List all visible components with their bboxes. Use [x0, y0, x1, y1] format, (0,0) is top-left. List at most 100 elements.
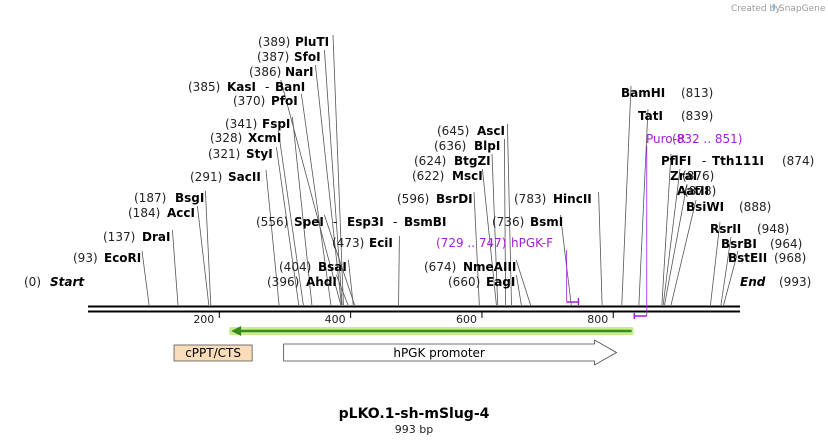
- credit-text: Created by: [731, 4, 781, 14]
- site-position: (636): [434, 139, 466, 153]
- leader-line: [507, 123, 512, 306]
- primer-puro-r: Puro-R(832 .. 851): [633, 132, 742, 319]
- leader-line: [141, 250, 150, 306]
- leader-line: [664, 183, 688, 306]
- site-name: BsrDI: [436, 192, 473, 206]
- leader-line: [332, 34, 344, 306]
- site-sfoi: (387)SfoI: [257, 50, 321, 64]
- leader-line: [560, 214, 572, 306]
- site-name: PflFI: [661, 154, 691, 168]
- site-position: (948): [757, 222, 789, 236]
- site-position: (888): [739, 200, 771, 214]
- leader-line: [292, 116, 313, 306]
- leader-line: [661, 153, 672, 306]
- site-position: (387): [257, 50, 289, 64]
- site-rsrii: RsrII(948): [710, 222, 789, 236]
- site-separator: -: [333, 215, 337, 229]
- sequence-length: 993 bp: [395, 423, 433, 436]
- site-name: BsiWI: [686, 200, 724, 214]
- site-name: StyI: [246, 147, 273, 161]
- leader-line: [265, 169, 280, 306]
- sequence-name: pLKO.1-sh-mSlug-4: [339, 406, 490, 422]
- site-name: FspI: [262, 117, 290, 131]
- site-name: BstEII: [728, 251, 767, 265]
- site-pluti: (389)PluTI: [258, 35, 329, 49]
- ruler-tick-label: 800: [587, 313, 608, 326]
- site-bsgi: (187)BsgI: [134, 191, 204, 205]
- site-separator: -: [702, 154, 706, 168]
- site-name: EcoRI: [104, 251, 141, 265]
- site-sacii: (291)SacII: [190, 170, 261, 184]
- site-position: (783): [514, 192, 546, 206]
- site-bsmi: (736)BsmI: [492, 215, 563, 229]
- site-kasi: (385) KasI-BanI: [188, 80, 305, 94]
- leader-line: [638, 108, 649, 306]
- site-position: (321): [208, 147, 240, 161]
- ruler-tick-label: 600: [456, 313, 477, 326]
- site-pfoi: (370)PfoI: [233, 94, 298, 108]
- site-bamhi: BamHI(813): [621, 86, 713, 100]
- leader-line: [723, 250, 739, 306]
- site-ahdi: (396)AhdI: [267, 275, 337, 289]
- site-name: BlpI: [474, 139, 500, 153]
- site-name: AatII: [677, 184, 709, 198]
- site-zrai: ZraI(876): [670, 169, 714, 183]
- primer-range: (832 .. 851): [672, 132, 742, 146]
- site-name: AscI: [477, 124, 505, 138]
- site-position: (93): [73, 251, 98, 265]
- leader-line: [398, 235, 400, 306]
- ruler-tick-label: 200: [193, 313, 214, 326]
- site-position: (964): [770, 237, 802, 251]
- site-position: (0): [24, 275, 41, 289]
- site-drai: (137) DraI: [103, 230, 170, 244]
- leader-line: [516, 274, 522, 306]
- site-separator: -: [265, 80, 269, 94]
- leader-line: [315, 64, 342, 306]
- leader-line: [621, 85, 632, 306]
- site-aatii: AatII(878): [677, 184, 716, 198]
- site-name: EciI: [369, 236, 393, 250]
- site-nari: (386)NarI: [249, 65, 314, 79]
- site-position: (839): [681, 109, 713, 123]
- site-name: ZraI: [670, 169, 697, 183]
- site-position: (874): [782, 154, 814, 168]
- site-position: (385): [188, 80, 220, 94]
- site-name: KasI: [227, 80, 256, 94]
- site-styi: (321) StyI: [208, 147, 273, 161]
- leader-line: [504, 138, 506, 306]
- site-position: (622): [412, 169, 444, 183]
- site-asci: (645)AscI: [437, 124, 505, 138]
- site-blpi: (636) BlpI: [434, 139, 500, 153]
- site-name: PfoI: [271, 94, 298, 108]
- site-separator: -: [393, 215, 397, 229]
- leader-line: [720, 236, 732, 306]
- site-hincii: (783) HincII: [514, 192, 592, 206]
- site-name: HincII: [553, 192, 592, 206]
- site-position: (878): [684, 184, 716, 198]
- site-name: BsrBI: [721, 237, 757, 251]
- ruler: 200 400 600 800: [193, 312, 614, 326]
- site-name: DraI: [142, 230, 170, 244]
- site-name-isoschizomer: BanI: [275, 80, 305, 94]
- leader-line: [515, 259, 531, 306]
- site-name: BtgZI: [454, 154, 491, 168]
- site-position: (736): [492, 215, 524, 229]
- brand-text: SnapGene: [779, 4, 826, 14]
- site-xcmi: (328)XcmI: [210, 131, 281, 145]
- site-name: NmeAIII: [463, 260, 516, 274]
- site-tati: TatI(839): [638, 109, 713, 123]
- site-position: (137): [103, 230, 135, 244]
- leader-line: [205, 190, 212, 306]
- site-pflfi: PflFI(874)-Tth111I: [661, 154, 814, 168]
- site-name: End: [740, 275, 766, 289]
- leader-line: [324, 49, 343, 306]
- feature-hpgk-promoter: hPGK promoter: [283, 339, 618, 366]
- leader-line: [670, 199, 697, 306]
- snapgene-logo-icon: [772, 3, 776, 11]
- site-position: (624): [414, 154, 446, 168]
- ruler-tick-label: 400: [325, 313, 346, 326]
- feature-label: hPGK promoter: [393, 346, 485, 360]
- feature-arrow-head: [231, 326, 242, 336]
